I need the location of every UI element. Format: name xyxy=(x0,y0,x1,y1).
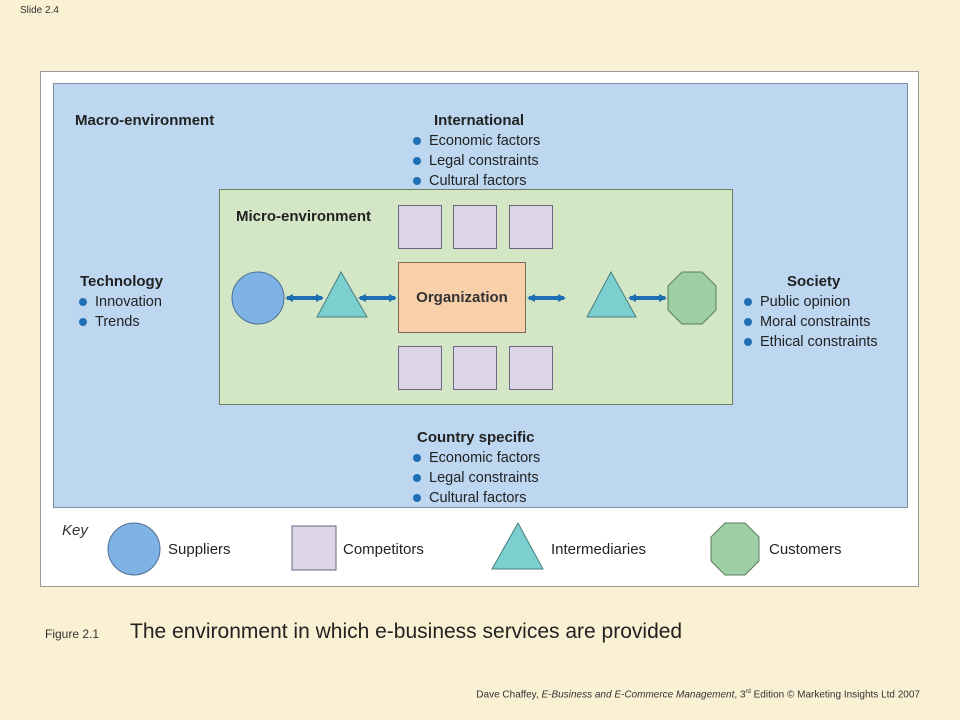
key-shapes xyxy=(107,521,760,576)
organization-label: Organization xyxy=(416,289,508,306)
bullet-icon xyxy=(744,298,752,306)
international-list: Economic factors Legal constraints Cultu… xyxy=(413,131,540,191)
list-item: Legal constraints xyxy=(413,468,540,488)
key-label: Key xyxy=(62,522,88,539)
organization-box: Organization xyxy=(398,262,526,333)
key-item-customers: Customers xyxy=(769,541,842,558)
micro-flow-diagram xyxy=(231,270,717,325)
list-item: Moral constraints xyxy=(744,312,878,332)
country-specific-list: Economic factors Legal constraints Cultu… xyxy=(413,448,540,508)
bullet-icon xyxy=(413,474,421,482)
supplier-circle xyxy=(231,271,285,325)
intermediary-key-triangle xyxy=(491,521,544,570)
competitor-square xyxy=(453,346,497,390)
customer-key-octagon xyxy=(710,522,760,576)
bullet-icon xyxy=(413,177,421,185)
list-item: Ethical constraints xyxy=(744,332,878,352)
competitor-square xyxy=(398,205,442,249)
list-item: Trends xyxy=(79,312,162,332)
list-item: Cultural factors xyxy=(413,171,540,191)
bullet-icon xyxy=(413,494,421,502)
country-specific-heading: Country specific xyxy=(417,429,535,446)
bullet-icon xyxy=(79,318,87,326)
footer-citation: Dave Chaffey, E-Business and E-Commerce … xyxy=(476,689,920,701)
micro-environment-heading: Micro-environment xyxy=(236,208,372,225)
supplier-key-circle xyxy=(107,522,161,576)
list-item: Public opinion xyxy=(744,292,878,312)
micro-environment-box: Micro-environment Organization xyxy=(219,189,733,405)
list-item: Cultural factors xyxy=(413,488,540,508)
society-heading: Society xyxy=(787,273,841,290)
bullet-icon xyxy=(744,318,752,326)
bullet-icon xyxy=(413,137,421,145)
macro-environment-box: Macro-environment International Economic… xyxy=(53,83,908,508)
society-list: Public opinion Moral constraints Ethical… xyxy=(744,292,878,352)
figure-caption: The environment in which e-business serv… xyxy=(130,620,683,643)
figure-number: Figure 2.1 xyxy=(45,627,100,641)
competitor-square xyxy=(453,205,497,249)
competitor-key-square xyxy=(291,525,337,571)
list-item: Legal constraints xyxy=(413,151,540,171)
macro-environment-heading: Macro-environment xyxy=(75,112,215,129)
bullet-icon xyxy=(413,157,421,165)
customer-octagon xyxy=(667,271,717,325)
intermediary-triangle xyxy=(586,270,637,318)
competitor-square xyxy=(509,346,553,390)
bullet-icon xyxy=(79,298,87,306)
list-item: Economic factors xyxy=(413,131,540,151)
list-item: Innovation xyxy=(79,292,162,312)
bullet-icon xyxy=(413,454,421,462)
international-heading: International xyxy=(434,112,525,129)
bullet-icon xyxy=(744,338,752,346)
technology-heading: Technology xyxy=(80,273,164,290)
competitor-square xyxy=(398,346,442,390)
technology-list: Innovation Trends xyxy=(79,292,162,332)
key-item-competitors: Competitors xyxy=(343,541,424,558)
competitor-square xyxy=(509,205,553,249)
key-item-suppliers: Suppliers xyxy=(168,541,231,558)
list-item: Economic factors xyxy=(413,448,540,468)
intermediary-triangle xyxy=(316,270,368,318)
key-item-intermediaries: Intermediaries xyxy=(551,541,647,558)
slide-number: Slide 2.4 xyxy=(20,5,59,16)
figure-frame: Macro-environment International Economic… xyxy=(40,71,919,587)
